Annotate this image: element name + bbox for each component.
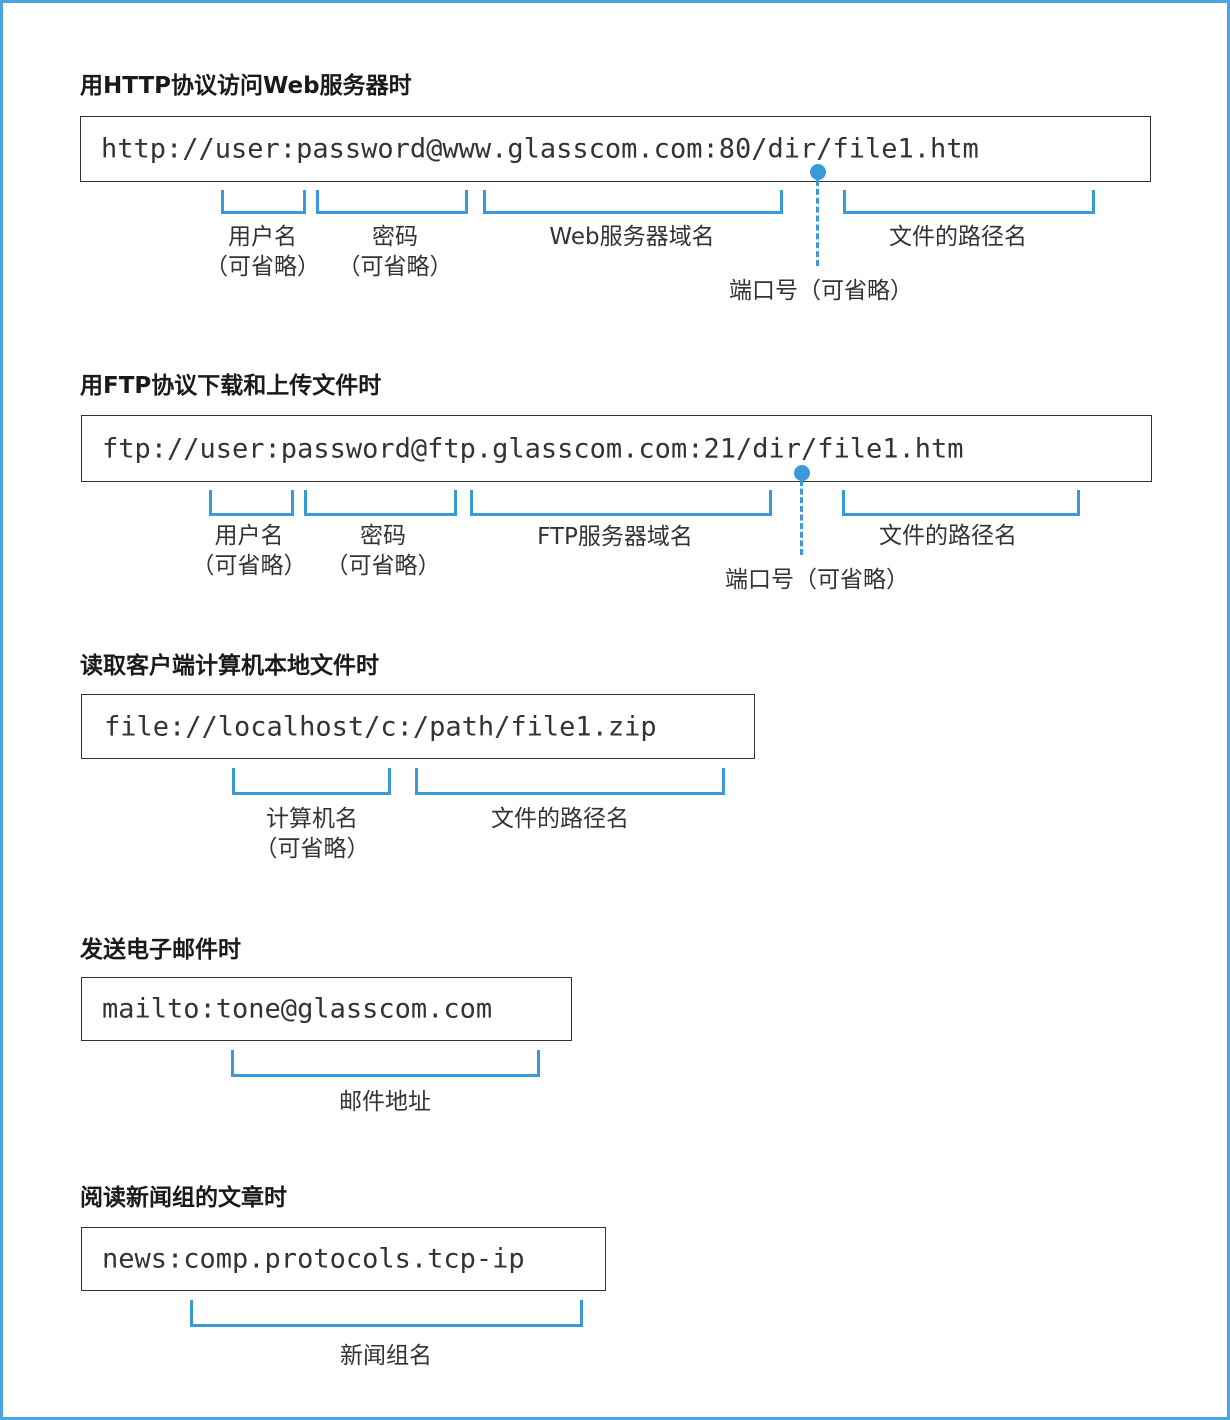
ftp-user-label: 用户名 （可省略） [190,521,308,581]
ftp-heading: 用FTP协议下载和上传文件时 [80,373,382,399]
ftp-password-bracket [304,490,457,516]
http-url-box: http://user:password@www.glasscom.com:80… [80,116,1151,182]
file-path-bracket [415,768,725,795]
file-host-bracket [232,768,391,795]
ftp-url-box: ftp://user:password@ftp.glasscom.com:21/… [81,415,1152,482]
http-password-label: 密码 （可省略） [335,222,455,282]
http-server-label: Web服务器域名 [549,224,715,250]
ftp-url-text: ftp://user:password@ftp.glasscom.com:21/… [102,433,964,464]
ftp-password-name: 密码 [360,523,406,549]
mailto-address-bracket [231,1050,540,1077]
ftp-port-label: 端口号（可省略） [725,567,909,593]
file-path-label: 文件的路径名 [491,806,629,832]
ftp-port-pointer [800,480,803,555]
ftp-server-bracket [470,490,772,516]
http-user-bracket [221,190,306,214]
http-user-optional: （可省略） [205,254,320,280]
file-host-name: 计算机名 [266,806,358,832]
http-port-label: 端口号（可省略） [729,278,913,304]
news-newsgroup-bracket [190,1300,583,1327]
news-newsgroup-label: 新闻组名 [340,1343,432,1369]
ftp-user-optional: （可省略） [191,553,307,579]
http-url-text: http://user:password@www.glasscom.com:80… [101,133,979,165]
file-host-optional: （可省略） [254,836,370,862]
http-port-marker [810,164,826,180]
file-url-box: file://localhost/c:/path/file1.zip [81,694,755,759]
http-port-pointer [816,180,819,266]
mailto-url-box: mailto:tone@glasscom.com [81,977,572,1041]
http-heading: 用HTTP协议访问Web服务器时 [80,73,412,99]
http-password-optional: （可省略） [337,254,453,280]
mailto-url-text: mailto:tone@glasscom.com [102,993,493,1025]
http-user-label: 用户名 （可省略） [205,222,320,282]
news-url-text: news:comp.protocols.tcp-ip [102,1243,525,1275]
http-password-bracket [316,190,468,214]
mailto-heading: 发送电子邮件时 [80,937,241,963]
file-url-text: file://localhost/c:/path/file1.zip [104,711,657,742]
ftp-path-label: 文件的路径名 [879,523,1017,549]
news-heading: 阅读新闻组的文章时 [80,1185,287,1211]
http-path-label: 文件的路径名 [889,224,1027,250]
ftp-path-bracket [842,490,1080,516]
mailto-address-label: 邮件地址 [339,1089,431,1115]
ftp-port-marker [794,465,810,481]
file-host-label: 计算机名 （可省略） [252,804,372,864]
ftp-server-label: FTP服务器域名 [537,524,693,550]
http-password-name: 密码 [372,224,418,250]
news-url-box: news:comp.protocols.tcp-ip [81,1227,606,1291]
ftp-password-label: 密码 （可省略） [323,521,443,581]
http-server-bracket [483,190,783,214]
ftp-user-name: 用户名 [214,523,284,549]
ftp-password-optional: （可省略） [325,553,441,579]
http-user-name: 用户名 [228,224,297,250]
http-path-bracket [843,190,1095,214]
ftp-user-bracket [209,490,294,516]
file-heading: 读取客户端计算机本地文件时 [80,653,379,679]
